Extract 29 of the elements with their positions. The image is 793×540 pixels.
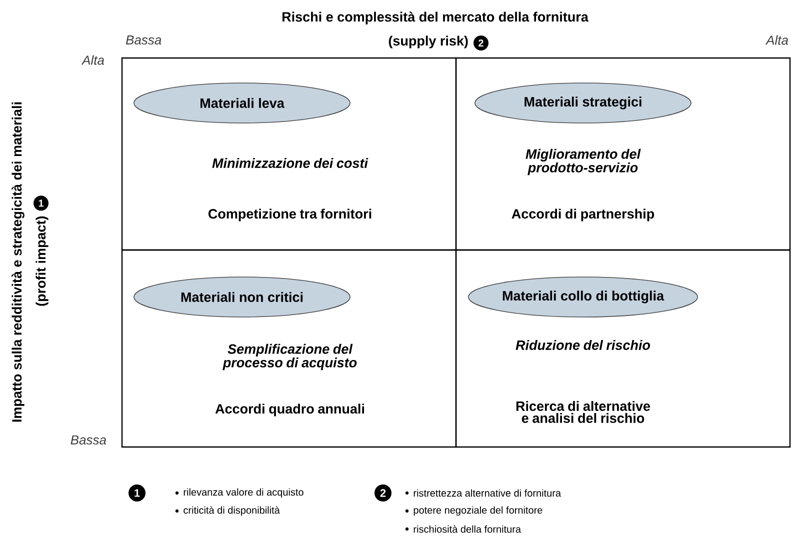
legend-item: rischiosità della fornitura [414, 525, 521, 533]
quadrant-box [121, 249, 457, 448]
legend-item: potere negoziale del fornitore [414, 506, 542, 516]
strategy-text: Semplificazione del processo di acquisto [222, 344, 357, 370]
number-badge: 1 [128, 484, 146, 502]
quadrant-box [121, 57, 457, 251]
action-text: Accordi di partnership [512, 208, 654, 222]
axis-title: Rischi e complessità del mercato della fornitura [282, 12, 588, 24]
number-badge: 2 [374, 484, 392, 502]
legend-item: criticità di disponibilità [184, 506, 280, 516]
legend-item: ristrettezza alternative di fornitura [414, 489, 562, 497]
number-badge: 1 [34, 196, 48, 211]
strategy-text: Minimizzazione dei costi [212, 158, 368, 168]
axis-title: (supply risk) [388, 36, 468, 48]
strategy-text: Riduzione del rischio [516, 340, 650, 350]
action-text: Accordi quadro annuali [215, 404, 364, 416]
axis-end-label: Alta [81, 55, 104, 65]
axis-end-label: Alta [765, 35, 788, 45]
action-text: Competizione tra fornitori [208, 208, 372, 222]
quadrant-box [455, 249, 791, 448]
axis-title: Impatto sulla redditività e strategicità dei materiali [12, 102, 24, 422]
quadrant-box [455, 57, 791, 251]
strategy-text: Miglioramento del prodotto-servizio [526, 148, 641, 176]
axis-title: (profit impact) [36, 216, 48, 306]
number-badge: 2 [474, 36, 488, 50]
action-text: Ricerca di alternative e analisi del rischio [516, 401, 650, 423]
axis-end-label: Bassa [70, 435, 106, 445]
legend-item: rilevanza valore di acquisto [184, 488, 304, 498]
axis-end-label: Bassa [126, 35, 162, 45]
